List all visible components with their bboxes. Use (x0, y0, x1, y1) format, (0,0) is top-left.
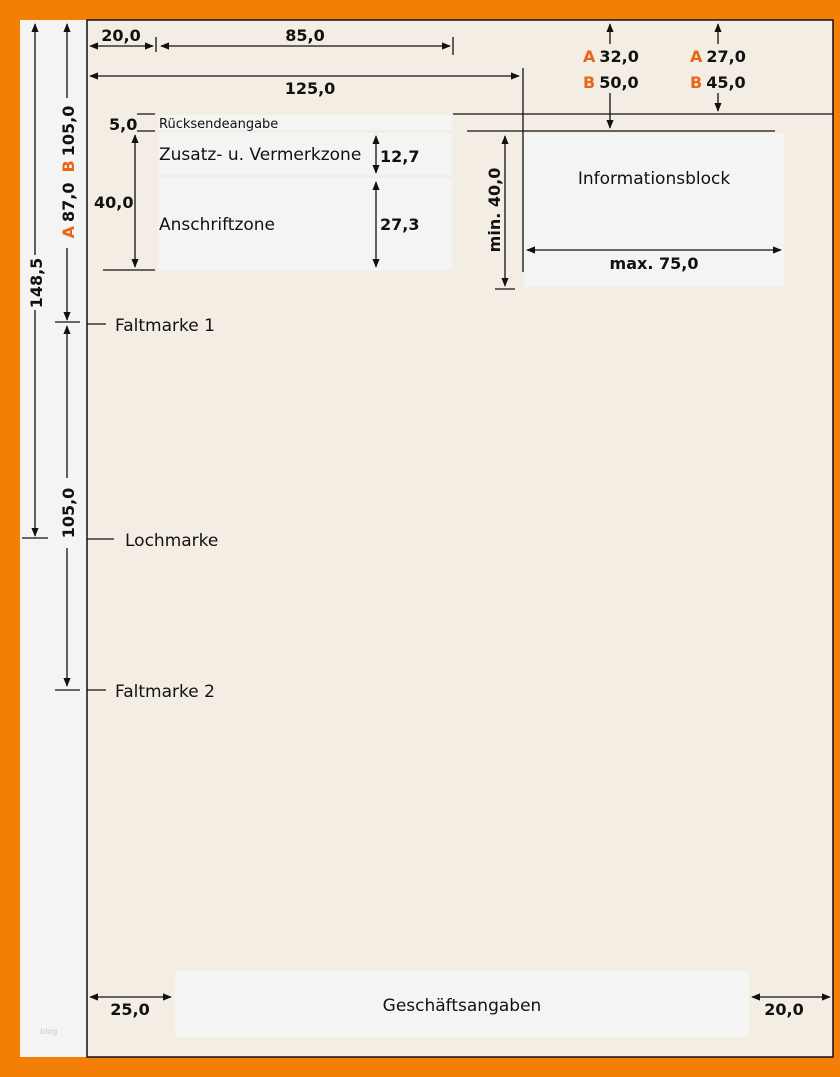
notes-zone (158, 133, 452, 175)
dim-148-5: 148,5 (22, 23, 48, 539)
dim-fold-spacing: 105,0 (55, 325, 80, 691)
label-12-7: 12,7 (380, 147, 419, 166)
watermark: blog (40, 1027, 57, 1036)
hole-mark-label: Lochmarke (125, 531, 218, 551)
svg-text:A32,0: A32,0 (583, 47, 639, 66)
label-20-0-footer: 20,0 (764, 1000, 803, 1019)
label-27-3: 27,3 (380, 215, 419, 234)
footer-label: Geschäftsangaben (383, 996, 542, 1016)
label-125-0: 125,0 (285, 79, 336, 98)
svg-text:B45,0: B45,0 (690, 73, 746, 92)
svg-text:B50,0: B50,0 (583, 73, 639, 92)
footer-zone (175, 971, 749, 1037)
svg-text:A27,0: A27,0 (690, 47, 746, 66)
dim-left-margin: 20,0 (89, 26, 157, 52)
address-zone-label: Anschriftzone (159, 215, 275, 235)
dim-fold1: A87,0B105,0 (55, 23, 80, 323)
label-max-75: max. 75,0 (610, 254, 699, 273)
info-block (524, 133, 784, 287)
return-address-zone (158, 115, 452, 130)
fold-mark-2-label: Faltmarke 2 (115, 682, 215, 702)
label-25-0: 25,0 (110, 1000, 149, 1019)
label-105-0: 105,0 (59, 488, 78, 539)
label-min-40: min. 40,0 (485, 168, 504, 253)
label-5-0: 5,0 (109, 115, 137, 134)
notes-zone-label: Zusatz- u. Vermerkzone (159, 145, 361, 165)
label-40-0: 40,0 (94, 193, 133, 212)
return-address-label: Rücksendeangabe (159, 117, 278, 132)
label-148-5: 148,5 (27, 258, 46, 309)
info-block-label: Informationsblock (578, 169, 731, 189)
label-fold1: A87,0B105,0 (59, 106, 78, 239)
dim-info-offset: 125,0 (89, 68, 524, 272)
label-20-0: 20,0 (101, 26, 140, 45)
address-zone (158, 178, 452, 270)
dim-address-width: 85,0 (160, 26, 454, 55)
label-85-0: 85,0 (285, 26, 324, 45)
fold-mark-1-label: Faltmarke 1 (115, 316, 215, 336)
